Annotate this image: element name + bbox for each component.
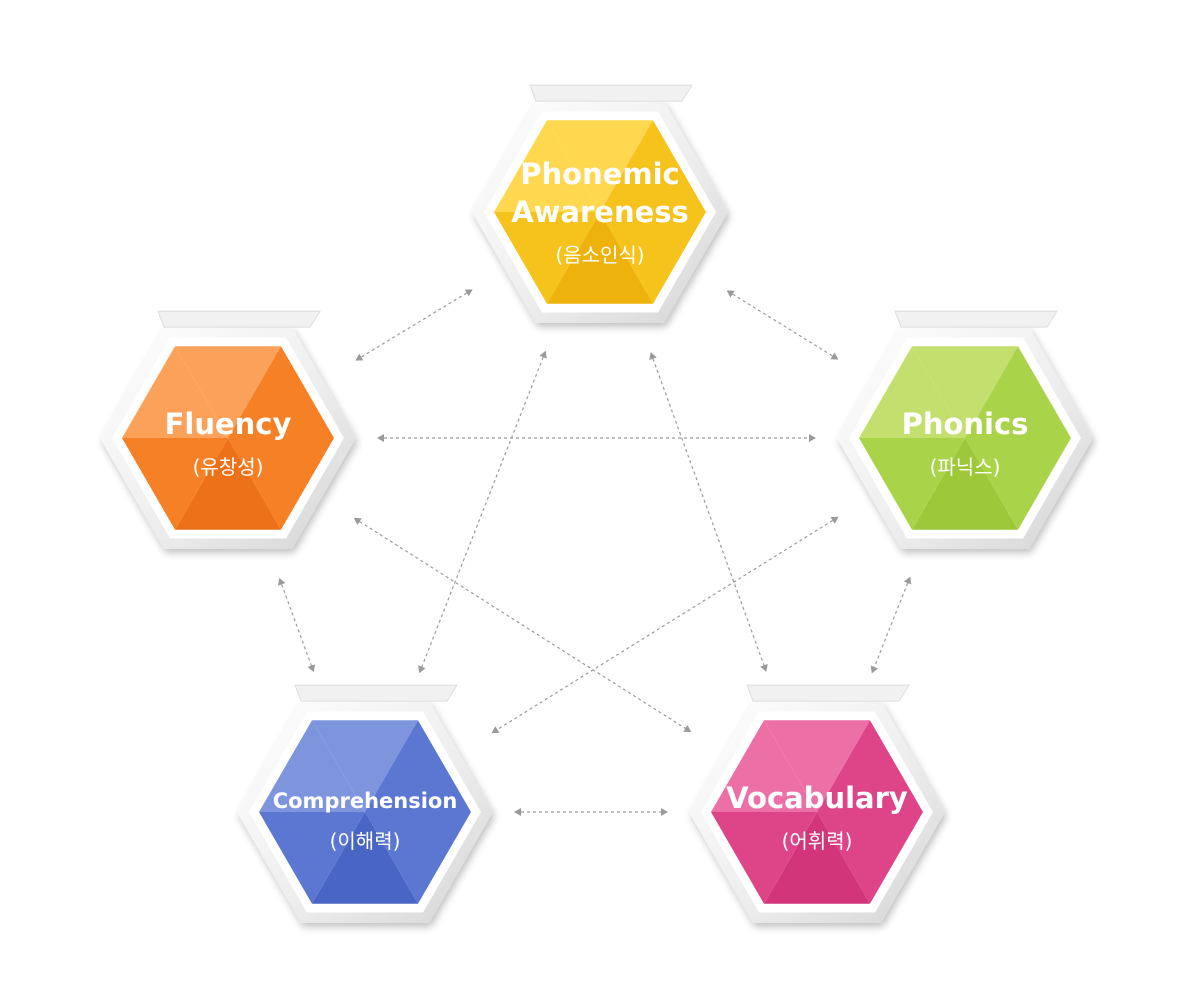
hexagon-facet — [547, 212, 653, 304]
connector-phonemic-awareness-comprehension — [418, 350, 547, 674]
hexagon-facet — [228, 346, 334, 438]
node-title-line-1: Phonemic — [520, 157, 680, 191]
hexagon-frame-tab — [529, 84, 693, 102]
connector-phonics-vocabulary — [870, 576, 912, 674]
node-title: Fluency — [165, 407, 292, 441]
connector-fluency-comprehension — [277, 577, 316, 673]
node-korean-label: (음소인식) — [555, 243, 644, 267]
connector-phonemic-awareness-fluency — [355, 289, 473, 361]
hexagon-frame-tab — [894, 310, 1058, 328]
hexagon-facet — [365, 812, 471, 904]
hexagon-facet — [600, 212, 706, 304]
hexagon-fill — [259, 720, 471, 904]
hexagon-facet — [312, 812, 418, 904]
hexagon-facet — [122, 438, 228, 530]
hexagon-facet — [859, 438, 965, 530]
hexagon-facet — [494, 212, 600, 304]
connections — [277, 289, 912, 816]
hexagon-fill — [859, 346, 1071, 530]
hexagon-facet — [711, 812, 817, 904]
hexagon-fill — [122, 346, 334, 530]
node-title: Vocabulary — [726, 781, 908, 815]
hexagon-facet — [817, 812, 923, 904]
hexagon-facet — [600, 120, 706, 212]
connector-phonemic-awareness-vocabulary — [649, 352, 768, 672]
hexagon-facet — [711, 720, 817, 812]
hexagon-facet — [259, 812, 365, 904]
hexagon-facet — [965, 346, 1071, 438]
hexagon-fill — [711, 720, 923, 904]
node-korean-label: (어휘력) — [782, 829, 853, 853]
node-title-line-2: Awareness — [511, 195, 689, 229]
hexagon-frame-tab — [746, 684, 910, 702]
node-title: Comprehension — [273, 789, 458, 813]
hexagon-facet — [547, 120, 653, 212]
hexagon-facet — [764, 812, 870, 904]
hexagon-facet — [764, 720, 870, 812]
hexagon-facet — [912, 438, 1018, 530]
hexagon-facet — [365, 720, 471, 812]
hexagon-fill — [494, 120, 706, 304]
node-vocabulary: Vocabulary (어휘력) — [689, 684, 945, 923]
hexagon-facet — [817, 720, 923, 812]
node-comprehension: Comprehension (이해력) — [237, 684, 493, 923]
node-korean-label: (이해력) — [330, 829, 401, 853]
hexagon-facet — [175, 346, 281, 438]
hexagon-facet — [312, 720, 418, 812]
hexagon-facet — [965, 438, 1071, 530]
hexagon-facet — [912, 346, 1018, 438]
connector-phonics-comprehension — [491, 516, 839, 734]
hexagon-facet — [494, 120, 600, 212]
hexagon-facet — [259, 720, 365, 812]
hexagon-facet — [228, 438, 334, 530]
hexagon-facet — [859, 346, 965, 438]
node-korean-label: (파닉스) — [930, 455, 1001, 479]
node-phonemic-awareness: Phonemic Awareness (음소인식) — [472, 84, 728, 323]
connector-phonemic-awareness-phonics — [726, 290, 839, 360]
hexagon-frame-tab — [294, 684, 458, 702]
hexagon-facet — [175, 438, 281, 530]
node-phonics: Phonics (파닉스) — [837, 310, 1093, 549]
hexagon-frame-tab — [157, 310, 321, 328]
node-korean-label: (유창성) — [193, 455, 264, 479]
node-title: Phonics — [902, 407, 1029, 441]
hexagon-facet — [122, 346, 228, 438]
skill-nodes: Phonemic Awareness (음소인식) Phonics (파닉스) … — [100, 84, 1093, 923]
node-fluency: Fluency (유창성) — [100, 310, 356, 549]
